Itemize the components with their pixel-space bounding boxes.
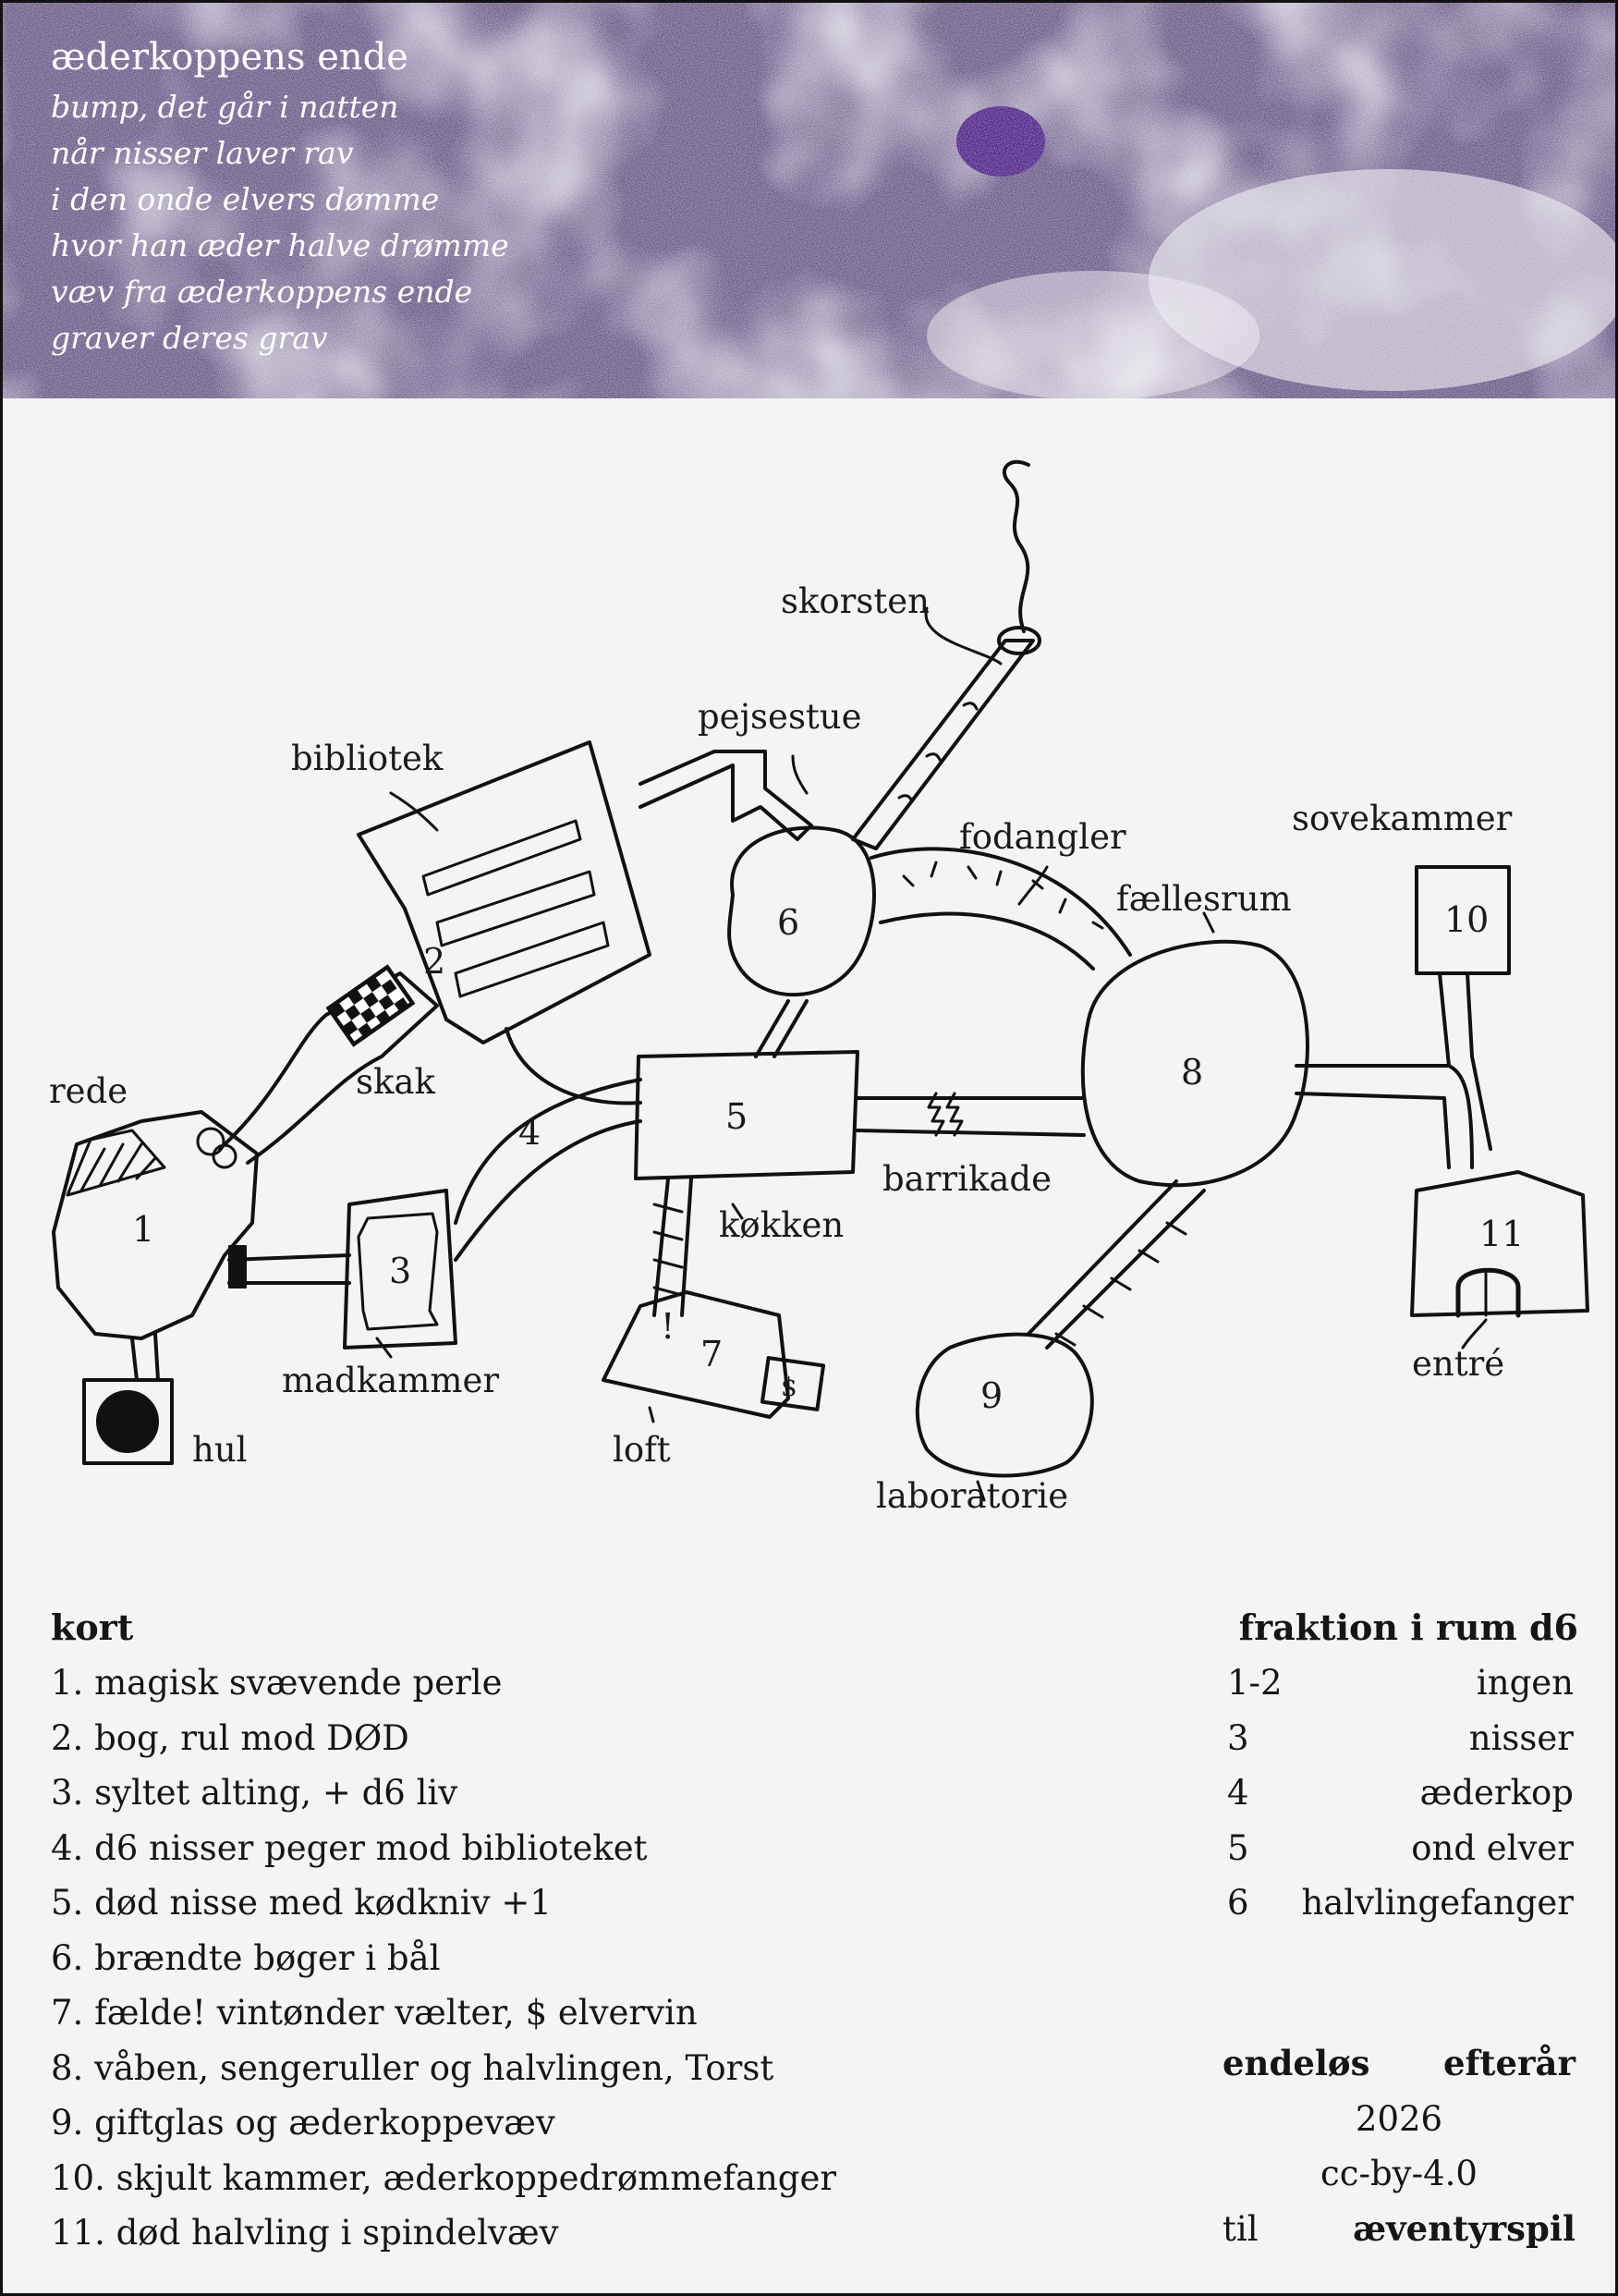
label-sovekammer: sovekammer xyxy=(1292,799,1513,838)
chimney-icon xyxy=(851,639,1035,850)
poem: æderkoppens ende bump, det går i natten … xyxy=(51,36,509,361)
for-word: til xyxy=(1223,2208,1259,2249)
room-number: 4 xyxy=(518,1112,541,1153)
map-drawing: skorsten pejsestue bibliotek fodangler s… xyxy=(49,459,1589,1516)
poem-line: når nisser laver rav xyxy=(51,135,354,171)
poem-line: væv fra æderkoppens ende xyxy=(51,274,473,310)
watercolor-texture xyxy=(3,3,1615,398)
label-bibliotek: bibliotek xyxy=(291,739,444,778)
room-number: 9 xyxy=(980,1375,1003,1416)
room-number: 6 xyxy=(777,902,799,943)
smoke-icon xyxy=(1003,459,1030,633)
fraktion-result: halvlingefanger xyxy=(1301,1883,1574,1923)
kort-item: 11. død halvling i spindelvæv xyxy=(51,2213,559,2253)
fraktion-row: 1-2 ingen xyxy=(1227,1655,1574,1711)
poem-line: graver deres grav xyxy=(51,320,328,356)
kort-list: kort 1. magisk svævende perle 2. bog, ru… xyxy=(51,1600,1141,2261)
fraktion-result: æderkop xyxy=(1419,1773,1574,1813)
room-number: 7 xyxy=(700,1334,723,1374)
kort-item: 7. fælde! vintønder vælter, $ elvervin xyxy=(51,1993,698,2033)
poem-line: i den onde elvers dømme xyxy=(51,181,440,217)
label-loft: loft xyxy=(613,1430,671,1470)
room-10-icon xyxy=(1415,865,1511,975)
dollar-mark: $ xyxy=(781,1372,797,1402)
fraktion-result: ingen xyxy=(1476,1663,1574,1703)
kort-item: 9. giftglas og æderkoppevæv xyxy=(51,2103,555,2143)
fraktion-roll: 6 xyxy=(1227,1883,1249,1923)
room-8-icon xyxy=(1080,939,1309,1188)
label-skorsten: skorsten xyxy=(781,581,930,621)
series-word-2: efterår xyxy=(1442,2043,1575,2083)
room-3-icon xyxy=(343,1189,457,1350)
kort-item: 5. død nisse med kødkniv +1 xyxy=(51,1883,552,1923)
license: cc-by-4.0 xyxy=(1320,2154,1478,2193)
series-word-1: endeløs xyxy=(1223,2043,1370,2083)
room-5-icon xyxy=(634,1050,859,1180)
label-kokken: køkken xyxy=(719,1205,844,1245)
hole-icon xyxy=(82,1378,174,1465)
fraktion-row: 4 æderkop xyxy=(1227,1765,1574,1821)
fraktion-result: ond elver xyxy=(1411,1827,1574,1868)
kort-item: 1. magisk svævende perle xyxy=(51,1663,503,1703)
fraktion-row: 5 ond elver xyxy=(1227,1821,1574,1876)
fraktion-row: 3 nisser xyxy=(1227,1711,1574,1766)
fraktion-title: fraktion i rum d6 xyxy=(1238,1606,1578,1648)
kort-item: 10. skjult kammer, æderkoppedrømmefanger xyxy=(51,2157,837,2198)
kort-item: 2. bog, rul mod DØD xyxy=(51,1717,409,1758)
label-laboratorie: laboratorie xyxy=(876,1476,1068,1516)
trap-mark: ! xyxy=(661,1306,675,1347)
room-9-icon xyxy=(915,1332,1094,1478)
label-faellesrum: fællesrum xyxy=(1116,879,1292,919)
room-2-icon xyxy=(357,740,651,1044)
label-entre: entré xyxy=(1412,1344,1504,1384)
room-number: 8 xyxy=(1181,1052,1203,1093)
label-skak: skak xyxy=(356,1062,435,1102)
chessboard-icon xyxy=(325,964,416,1047)
label-madkammer: madkammer xyxy=(282,1361,499,1400)
room-11-icon xyxy=(1410,1170,1589,1317)
room-number: 3 xyxy=(389,1251,411,1291)
fraktion-table: fraktion i rum d6 1-2 ingen 3 nisser 4 æ… xyxy=(1227,1600,1578,1931)
poem-banner: æderkoppens ende bump, det går i natten … xyxy=(3,3,1615,398)
dungeon-map: skorsten pejsestue bibliotek fodangler s… xyxy=(3,400,1615,1574)
year: 2026 xyxy=(1355,2098,1443,2139)
kort-item: 4. d6 nisser peger mod biblioteket xyxy=(51,1827,648,1868)
room-1-icon xyxy=(52,1110,259,1340)
barricade-icon xyxy=(927,1092,964,1137)
poem-line: bump, det går i natten xyxy=(51,89,399,125)
poem-title: æderkoppens ende xyxy=(51,36,408,79)
room-7-icon xyxy=(602,1290,790,1419)
series-title: endeløs efterår xyxy=(1223,2036,1575,2092)
label-barrikade: barrikade xyxy=(882,1159,1052,1199)
kort-title: kort xyxy=(51,1606,134,1648)
room-number: 2 xyxy=(423,941,445,982)
fraktion-roll: 4 xyxy=(1227,1773,1249,1813)
fraktion-result: nisser xyxy=(1468,1717,1574,1758)
fraktion-roll: 3 xyxy=(1227,1717,1249,1758)
label-hul: hul xyxy=(192,1430,248,1470)
door-icon xyxy=(1455,1267,1521,1318)
room-number: 10 xyxy=(1444,899,1489,940)
label-fodangler: fodangler xyxy=(959,817,1126,857)
fraktion-row: 6 halvlingefanger xyxy=(1227,1875,1574,1931)
fraktion-roll: 5 xyxy=(1227,1827,1249,1868)
game-name: æventyrspil xyxy=(1353,2207,1575,2249)
kort-item: 6. brændte bøger i bål xyxy=(51,1937,441,1978)
room-number: 5 xyxy=(725,1096,748,1137)
kort-item: 3. syltet alting, + d6 liv xyxy=(51,1773,458,1813)
game-line: til æventyrspil xyxy=(1223,2202,1575,2257)
room-number: 11 xyxy=(1479,1214,1524,1254)
kort-item: 8. våben, sengeruller og halvlingen, Tor… xyxy=(51,2047,774,2088)
chessboard-pattern xyxy=(327,966,414,1045)
fraktion-roll: 1-2 xyxy=(1227,1663,1283,1703)
room-6-icon xyxy=(727,825,876,997)
room-number: 1 xyxy=(132,1209,154,1250)
label-rede: rede xyxy=(49,1071,128,1111)
poem-line: hvor han æder halve drømme xyxy=(51,227,509,263)
credits: endeløs efterår 2026 cc-by-4.0 til ævent… xyxy=(1223,2036,1575,2256)
label-pejsestue: pejsestue xyxy=(698,697,862,737)
